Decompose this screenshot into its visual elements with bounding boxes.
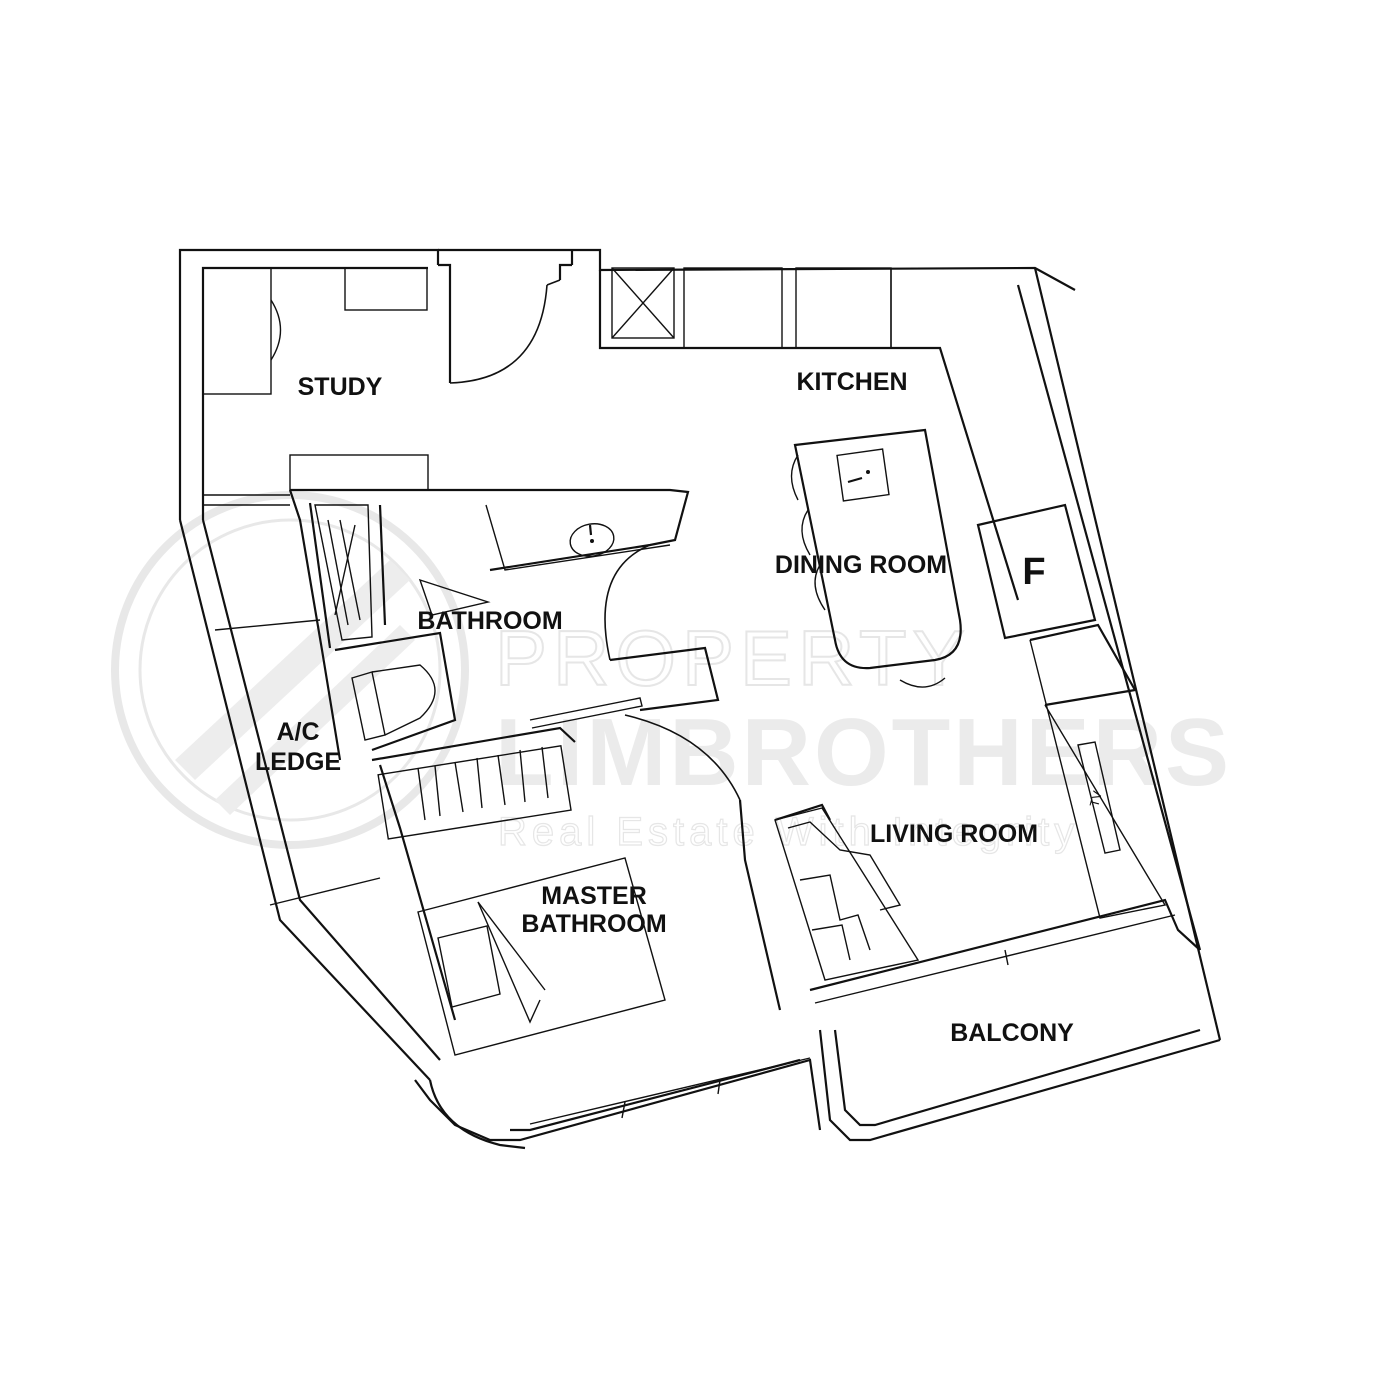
fridge bbox=[976, 503, 1097, 640]
watermark-logo-icon bbox=[111, 491, 469, 849]
label-tv: TV bbox=[1087, 789, 1105, 809]
outer-walls bbox=[178, 248, 1222, 1150]
label-study: STUDY bbox=[298, 373, 383, 401]
label-ac-ledge-line1: A/C bbox=[276, 718, 319, 746]
bathroom-walls bbox=[288, 488, 720, 761]
label-living-room: LIVING ROOM bbox=[870, 820, 1038, 848]
master-room bbox=[371, 714, 811, 1125]
label-master-bathroom-line1: MASTER bbox=[541, 882, 647, 910]
label-fridge: F bbox=[1022, 551, 1045, 593]
label-dining-room: DINING ROOM bbox=[775, 551, 947, 579]
entry-door bbox=[438, 263, 572, 384]
ac-ledge bbox=[214, 619, 381, 906]
label-bathroom: BATHROOM bbox=[417, 607, 562, 635]
living-room-furniture bbox=[774, 803, 1201, 1004]
label-ac-ledge-line2: LEDGE bbox=[255, 748, 341, 776]
label-kitchen: KITCHEN bbox=[796, 368, 907, 396]
right-cabinets bbox=[1029, 623, 1167, 919]
room-labels: STUDY KITCHEN DINING ROOM F BATHROOM A/C… bbox=[255, 368, 1105, 1047]
kitchen-cabinets bbox=[598, 267, 1020, 601]
watermark: PROPERTY LIMBROTHERS Real Estate With In… bbox=[111, 491, 1232, 855]
study-furniture bbox=[202, 267, 429, 506]
label-balcony: BALCONY bbox=[950, 1019, 1074, 1047]
dining-island bbox=[790, 428, 962, 688]
watermark-line1: PROPERTY bbox=[495, 614, 971, 702]
watermark-line2: LIMBROTHERS bbox=[495, 699, 1232, 806]
label-master-bathroom-line2: BATHROOM bbox=[521, 910, 666, 938]
